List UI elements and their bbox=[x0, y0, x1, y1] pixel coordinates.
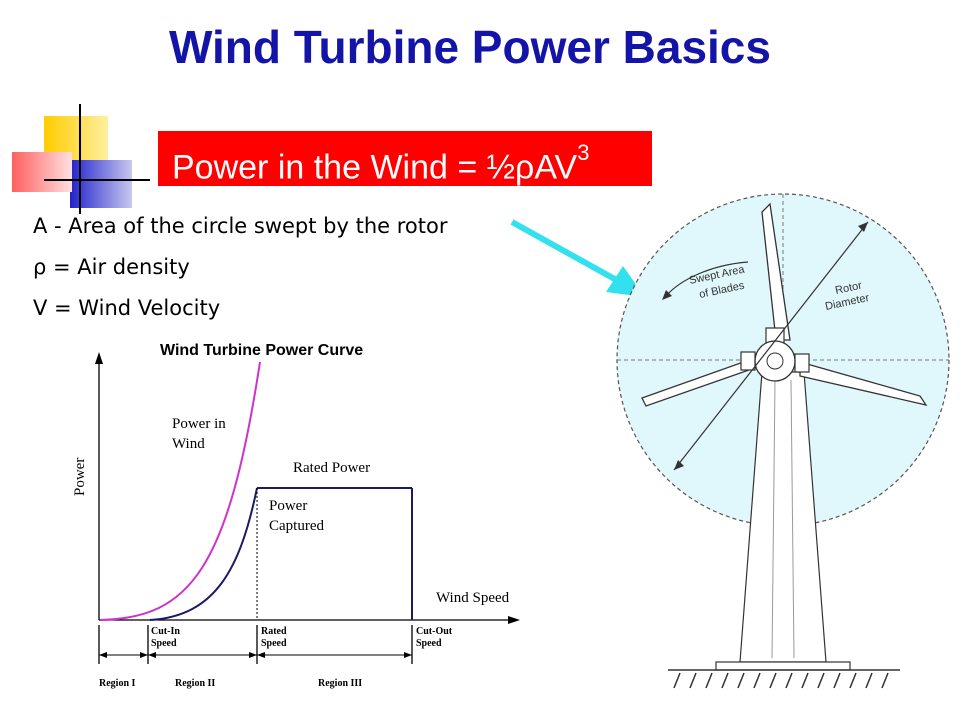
power-captured-label-1: Power bbox=[269, 498, 307, 514]
x-axis-label: Wind Speed bbox=[436, 590, 510, 606]
rated-speed-label-2: Speed bbox=[261, 638, 287, 649]
definitions-list: A - Area of the circle swept by the roto… bbox=[33, 214, 447, 337]
slide-title: Wind Turbine Power Basics bbox=[169, 21, 771, 73]
y-axis-label: Power bbox=[72, 458, 88, 496]
formula-text: Power in the Wind = ½ρAV bbox=[172, 148, 578, 187]
region-2-label: Region II bbox=[175, 678, 215, 689]
rated-speed-label-1: Rated bbox=[261, 626, 287, 637]
power-captured-label-2: Captured bbox=[269, 518, 324, 534]
cut-out-label-2: Speed bbox=[416, 638, 442, 649]
power-formula-box: Power in the Wind = ½ρAV3 bbox=[158, 131, 652, 186]
region-3-label: Region III bbox=[318, 678, 362, 689]
power-curve-chart: Power Wind Speed Power in Wind Rated Pow… bbox=[72, 352, 520, 689]
region-1-label: Region I bbox=[99, 678, 136, 689]
rated-power-label: Rated Power bbox=[293, 460, 370, 476]
cut-in-label-1: Cut-In bbox=[151, 626, 180, 637]
cut-out-label-1: Cut-Out bbox=[416, 626, 453, 637]
power-captured-curve bbox=[149, 487, 258, 621]
pointer-arrow bbox=[510, 219, 645, 297]
corner-squares-decoration bbox=[12, 104, 150, 214]
cut-in-label-2: Speed bbox=[151, 638, 177, 649]
rotor-label-1: Rotor bbox=[834, 280, 863, 297]
definition-area: A - Area of the circle swept by the roto… bbox=[33, 214, 448, 238]
wind-turbine-illustration: Swept Area of Blades Rotor Diameter bbox=[616, 193, 950, 689]
definition-density: ρ = Air density bbox=[33, 255, 190, 279]
power-curve-title: Wind Turbine Power Curve bbox=[160, 342, 364, 359]
power-in-wind-curve bbox=[99, 361, 261, 621]
formula-exponent: 3 bbox=[577, 140, 590, 165]
definition-velocity: V = Wind Velocity bbox=[33, 296, 221, 320]
power-in-wind-label-1: Power in bbox=[172, 416, 226, 432]
power-in-wind-label-2: Wind bbox=[172, 436, 205, 452]
